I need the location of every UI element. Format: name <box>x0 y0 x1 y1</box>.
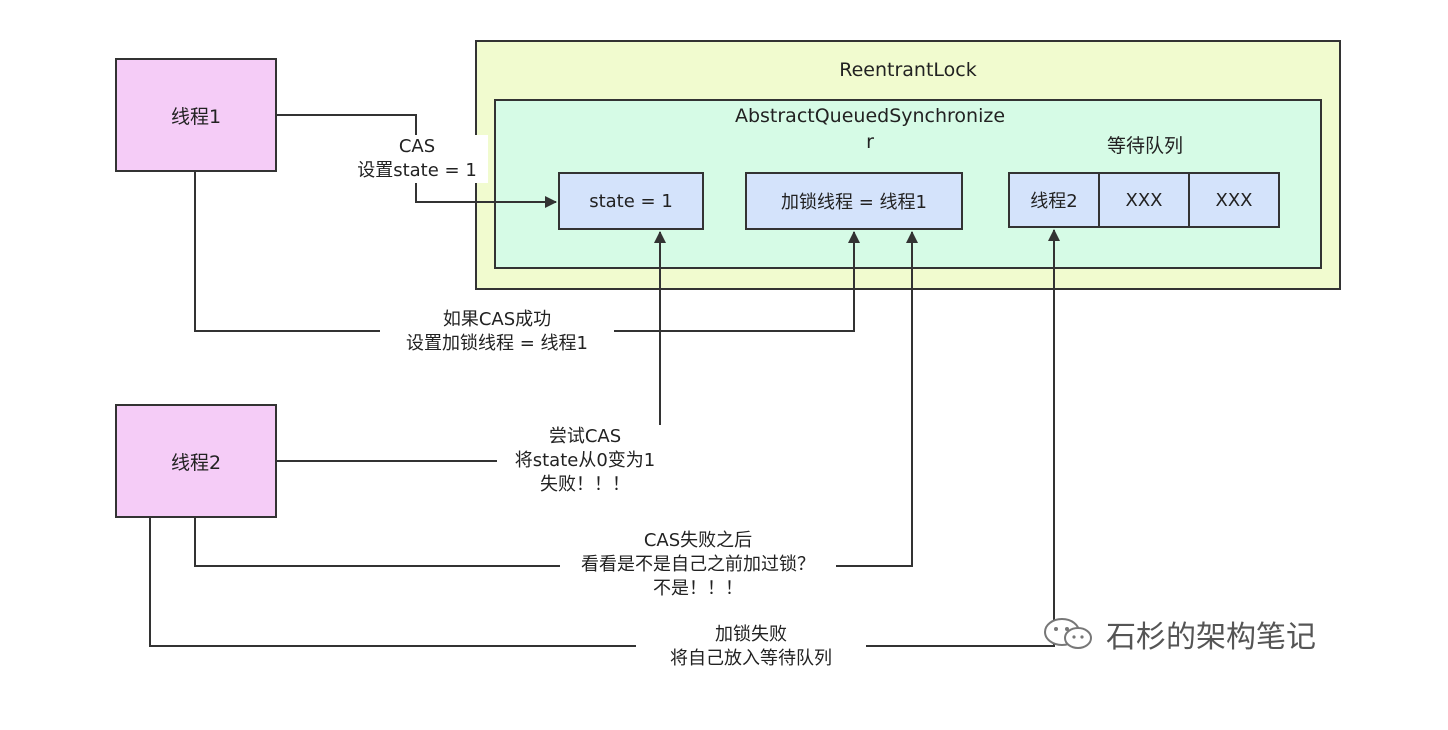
queue-cell: XXX <box>1098 172 1190 228</box>
wait-queue-title: 等待队列 <box>1106 135 1183 157</box>
thread2-label: 线程2 <box>170 451 222 474</box>
edge-label-line: 尝试CAS <box>548 426 622 447</box>
queue-item-label: XXX <box>1215 189 1253 211</box>
aqs-title-line2: r <box>866 131 874 153</box>
edge-label-line: 失败！！！ <box>540 474 630 495</box>
state-value: state = 1 <box>589 190 673 212</box>
aqs-title-line1: AbstractQueuedSynchronize <box>734 105 1006 127</box>
thread1-box: 线程1 <box>115 58 277 172</box>
watermark: 石杉的架构笔记 <box>1040 612 1316 656</box>
watermark-text: 石杉的架构笔记 <box>1106 620 1316 655</box>
edge-label-t2-try: 尝试CAS 将state从0变为1 失败！！！ <box>497 425 673 497</box>
edge-label-line: 看看是不是自己之前加过锁？ <box>581 554 815 575</box>
edge-label-line: CAS <box>398 136 436 157</box>
reentrant-lock-title: ReentrantLock <box>839 59 977 81</box>
edge-label-t2-enqueue: 加锁失败 将自己放入等待队列 <box>636 623 866 671</box>
edge-label-line: 设置state = 1 <box>357 160 477 181</box>
edge-label-line: 将state从0变为1 <box>514 450 656 471</box>
edge-label-line: 设置加锁线程 = 线程1 <box>406 333 588 354</box>
queue-cell: XXX <box>1188 172 1280 228</box>
thread1-label: 线程1 <box>170 105 222 128</box>
edge-label-line: 如果CAS成功 <box>442 309 552 330</box>
queue-cell: 线程2 <box>1008 172 1100 228</box>
queue-item-label: XXX <box>1125 189 1163 211</box>
thread2-box: 线程2 <box>115 404 277 518</box>
owner-thread-cell: 加锁线程 = 线程1 <box>745 172 963 230</box>
edge-label-line: 加锁失败 <box>715 624 787 645</box>
edge-label-line: 将自己放入等待队列 <box>670 648 832 669</box>
edge-label-line: 不是！！！ <box>653 578 743 599</box>
wechat-icon <box>1044 618 1092 649</box>
edge-t2-check <box>194 231 918 567</box>
edge-label-t1-success: 如果CAS成功 设置加锁线程 = 线程1 <box>380 308 614 356</box>
edge-label-t2-check: CAS失败之后 看看是不是自己之前加过锁？ 不是！！！ <box>560 529 836 601</box>
edge-label-t1-cas: CAS 设置state = 1 <box>346 135 488 183</box>
owner-thread-value: 加锁线程 = 线程1 <box>781 192 927 213</box>
state-cell: state = 1 <box>558 172 704 230</box>
edge-label-line: CAS失败之后 <box>643 530 753 551</box>
edge-t2-enqueue <box>149 229 1060 647</box>
queue-item-label: 线程2 <box>1030 191 1078 212</box>
